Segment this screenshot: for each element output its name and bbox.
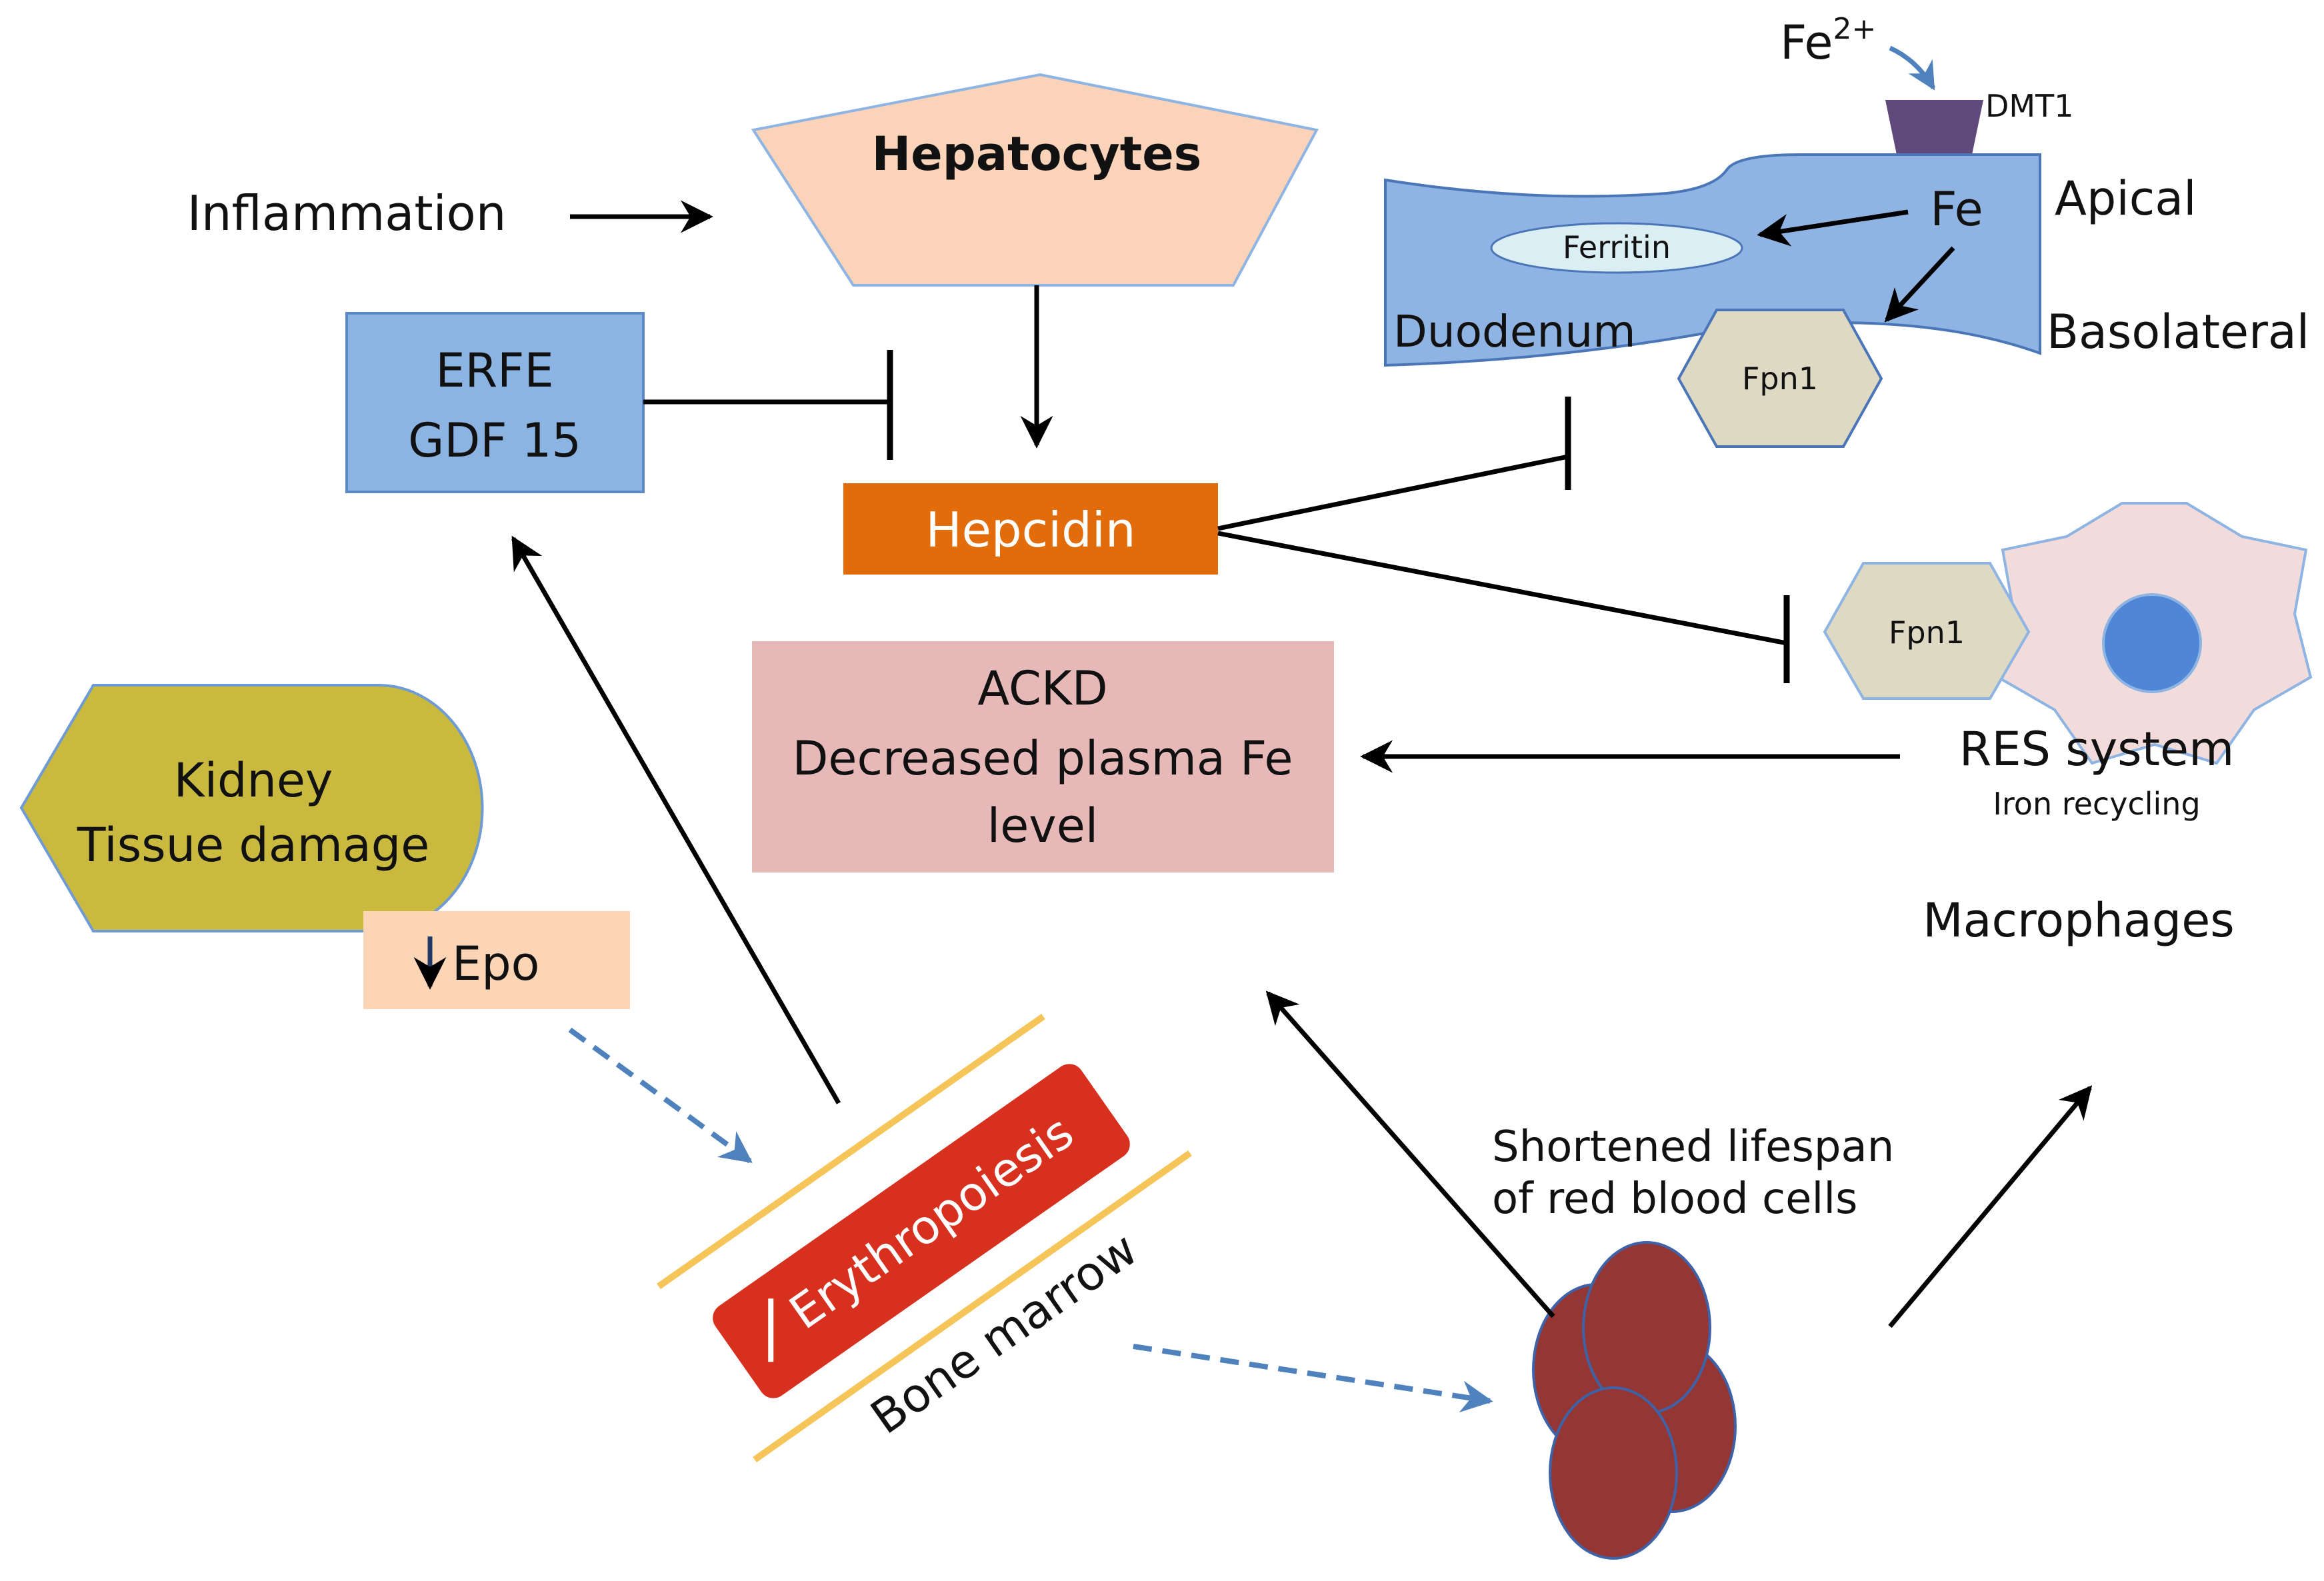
ackd-decreased-fe-label: Decreased plasma Fe [793,731,1293,786]
fe-label: Fe [1930,182,1983,237]
fe2-text: Fe [1780,15,1833,70]
fe2-superscript: 2+ [1833,12,1877,46]
hepcidin-to-macrophage-inhibition-line [1217,531,1787,646]
tissue-damage-label: Tissue damage [77,818,430,872]
fpn1-macrophage-label: Fpn1 [1889,615,1965,651]
kidney-label: Kidney [174,753,333,808]
res-system-label: RES system [1959,722,2235,777]
hepcidin-label: Hepcidin [925,502,1135,558]
red-blood-cell [1582,1241,1711,1414]
red-blood-cells-cluster [1532,1241,1737,1560]
fe2-label: Fe2+ [1780,12,1876,70]
erythropoiesis-group: Erythropoiesis [713,1064,1130,1398]
hepatocytes-label: Hepatocytes [872,127,1202,181]
fe-to-ferritin-arrow [1757,209,1909,247]
macrophages-label: Macrophages [1923,893,2235,948]
kidney-shape [19,684,484,932]
basolateral-label: Basolateral [2047,305,2309,359]
rbc-cells-label: of red blood cells [1492,1174,1857,1224]
epo-box [363,911,630,1009]
ackd-label: ACKD [977,661,1107,716]
bone-marrow-lower-line [753,1150,1192,1463]
dmt1-transporter [1885,100,1983,155]
iron-recycling-label: Iron recycling [1993,786,2200,822]
erfe-label: ERFE [435,343,553,398]
epo-label: Epo [452,936,540,991]
red-blood-cell [1549,1386,1678,1560]
rbc-to-macrophage-arrow [1888,1085,2093,1328]
erythropoiesis-box [713,1064,1130,1398]
fe-to-fpn1-arrow [1884,246,1955,323]
rbc-lifespan-label: Shortened lifespan [1492,1122,1894,1172]
macrophage-nucleus [2102,593,2202,693]
ferritin-ellipse [1490,222,1743,274]
hepcidin-to-duodenum-inhibition-line [1217,454,1569,531]
fpn1-duodenum-hexagon [1677,309,1883,448]
gdf15-label: GDF 15 [408,413,581,468]
fe2-uptake-arrow [1889,45,1936,91]
marrow-to-rbc-dashed-arrow [1133,1344,1493,1413]
hepatocytes-pentagon [751,73,1319,287]
duodenum-label: Duodenum [1393,306,1635,357]
ackd-level-label: level [987,798,1098,853]
fpn1-macrophage-hexagon [1823,562,2031,700]
dmt1-label: DMT1 [1985,88,2073,124]
epo-to-erythropoiesis-dashed-arrow [568,1027,753,1164]
bone-marrow-upper-line [657,1013,1045,1290]
ackd-box [752,641,1334,872]
ferritin-label: Ferritin [1563,229,1671,265]
erythropoiesis-to-erfe-arrow [511,535,841,1104]
hepcidin-box [843,483,1218,575]
apical-label: Apical [2055,171,2197,226]
fpn1-duodenum-label: Fpn1 [1742,361,1818,397]
erfe-gdf15-box [345,312,645,493]
rbc-to-ackd-arrow [1265,990,1555,1318]
inflammation-label: Inflammation [187,185,507,241]
